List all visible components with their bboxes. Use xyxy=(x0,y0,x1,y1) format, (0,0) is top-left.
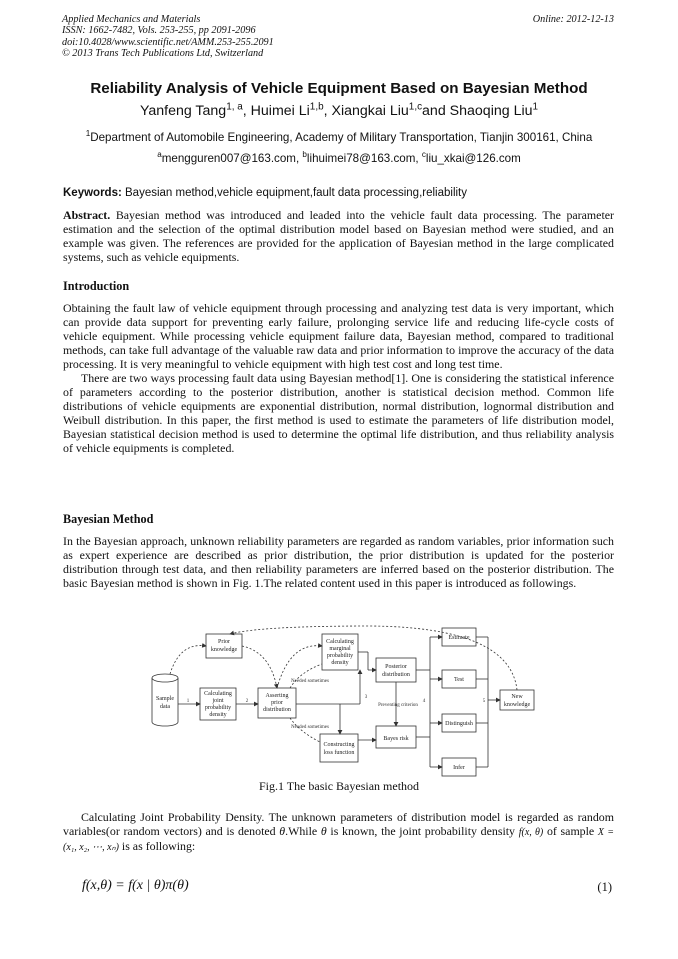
edge-label: Needed sometimes xyxy=(291,725,329,730)
node-label: density xyxy=(209,712,226,718)
author-sup: 1 xyxy=(532,101,539,113)
node-asserting-prior xyxy=(257,687,297,719)
text-span: is known, the joint probability density xyxy=(330,823,516,838)
node-label: knowledge xyxy=(504,702,531,708)
email-sup: a xyxy=(157,150,162,160)
introduction-body: Obtaining the fault law of vehicle equip… xyxy=(63,301,614,455)
node-label: distribution xyxy=(382,672,410,678)
text-span: is as following: xyxy=(121,838,196,853)
node-label: Prior xyxy=(218,639,230,645)
math-theta: θ xyxy=(279,823,286,838)
node-label: Infer xyxy=(453,764,465,771)
text-span: Calculating Joint Probability Density. T… xyxy=(63,810,614,838)
text-span: .While xyxy=(285,823,318,838)
author-sup: 1,b xyxy=(309,101,324,113)
author-name: Xiangkai Liu xyxy=(331,103,409,119)
affiliation: 1Department of Automobile Engineering, A… xyxy=(20,129,658,144)
node-label: marginal xyxy=(329,646,351,652)
edge-label: Preventing criterion xyxy=(378,703,418,708)
edge-label: 5 xyxy=(483,699,486,704)
paragraph: There are two ways processing fault data… xyxy=(63,370,614,455)
paragraph: In the Bayesian approach, unknown reliab… xyxy=(63,534,614,590)
edge-label: 4 xyxy=(423,699,426,704)
node-label: Posterior xyxy=(385,664,407,670)
figure-caption: Fig.1 The basic Bayesian method xyxy=(258,779,420,793)
email-list: amengguren007@163.com, blihuimei78@163.c… xyxy=(157,150,521,165)
node-label: New xyxy=(511,694,523,700)
paper-title: Reliability Analysis of Vehicle Equipmen… xyxy=(90,80,588,97)
email-link[interactable]: liu_xkai@126.com xyxy=(425,152,521,165)
doi: doi:10.4028/www.scientific.net/AMM.253-2… xyxy=(62,36,274,48)
node-label: Asserting xyxy=(266,693,289,699)
math-sample-vector: X = (x₁, x₂, ⋯, xₙ) xyxy=(63,826,614,853)
email-link[interactable]: lihuimei78@163.com xyxy=(306,152,416,165)
node-prior-knowledge xyxy=(205,633,243,659)
node-label: prior xyxy=(271,700,283,706)
keywords: Keywords: Bayesian method,vehicle equipm… xyxy=(63,187,615,199)
edge-label: 1 xyxy=(187,699,190,704)
node-constructing-loss xyxy=(319,733,359,763)
node-posterior xyxy=(375,657,417,683)
copyright: © 2013 Trans Tech Publications Ltd, Swit… xyxy=(62,47,264,59)
node-label: probability xyxy=(327,653,353,659)
abstract-label: Abstract. xyxy=(63,208,111,222)
node-label: joint xyxy=(211,698,223,704)
author-sup: 1,c xyxy=(408,101,423,113)
text-span: of sample xyxy=(546,823,595,838)
keywords-label: Keywords: xyxy=(63,187,122,199)
joint-density-paragraph: Calculating Joint Probability Density. T… xyxy=(63,810,614,855)
equation-1: f(x,θ) = f(x | θ)π(θ) xyxy=(82,878,189,893)
keywords-text: Bayesian method,vehicle equipment,fault … xyxy=(125,187,468,199)
edge-label: 2 xyxy=(246,699,249,704)
math-fx-theta: f(x, θ) xyxy=(518,826,544,838)
math-theta: θ xyxy=(320,823,327,838)
issn: ISSN: 1662-7482, Vols. 253-255, pp 2091-… xyxy=(62,25,256,37)
node-label: knowledge xyxy=(211,647,238,653)
node-sample-data xyxy=(151,678,179,727)
node-label: Distinguish xyxy=(445,721,473,727)
section-heading-introduction: Introduction xyxy=(63,279,130,293)
node-label: probability xyxy=(205,705,231,711)
journal-name: Applied Mechanics and Materials xyxy=(62,14,201,25)
author-name: Yanfeng Tang xyxy=(139,103,227,119)
edge-label: 3 xyxy=(365,695,368,700)
node-label: Bayes risk xyxy=(383,736,408,742)
node-label: data xyxy=(160,704,170,710)
email-sup: c xyxy=(421,150,426,160)
author-name: Shaoqing Liu xyxy=(449,103,533,119)
paragraph: Obtaining the fault law of vehicle equip… xyxy=(63,301,614,371)
email-sup: b xyxy=(302,150,307,160)
affiliation-text: Department of Automobile Engineering, Ac… xyxy=(90,131,593,144)
figure-bayesian-flowchart: Prior knowledge Sample data Calculating … xyxy=(151,625,535,777)
online-date: Online: 2012-12-13 xyxy=(532,14,614,25)
node-calc-joint xyxy=(199,687,237,721)
section-heading-bayesian: Bayesian Method xyxy=(63,512,154,526)
node-label: loss function xyxy=(324,749,355,756)
author-list: Yanfeng Tang1, a, Huimei Li1,b, Xiangkai… xyxy=(139,101,539,119)
email-link[interactable]: mengguren007@163.com xyxy=(161,152,296,165)
author-name: Huimei Li xyxy=(250,103,310,119)
node-label: distribution xyxy=(263,707,291,713)
node-label: Estimate xyxy=(449,635,470,641)
edge-label: Needed sometimes xyxy=(291,679,329,684)
node-label: Test xyxy=(454,677,464,683)
bayesian-body: In the Bayesian approach, unknown reliab… xyxy=(63,534,614,591)
abstract: Abstract. Bayesian method was introduced… xyxy=(63,208,614,265)
node-label: density xyxy=(331,660,348,666)
author-sup: 1, a xyxy=(226,101,243,113)
journal-header: Applied Mechanics and Materials ISSN: 16… xyxy=(62,14,274,59)
node-label: Calculating xyxy=(326,639,354,645)
node-label: Sample xyxy=(156,696,174,702)
affiliation-sup: 1 xyxy=(85,129,91,139)
abstract-text: Bayesian method was introduced and leade… xyxy=(63,208,614,264)
equation-number: (1) xyxy=(597,880,612,894)
node-label: Calculating xyxy=(204,691,232,697)
node-label: Constructing xyxy=(324,742,355,748)
